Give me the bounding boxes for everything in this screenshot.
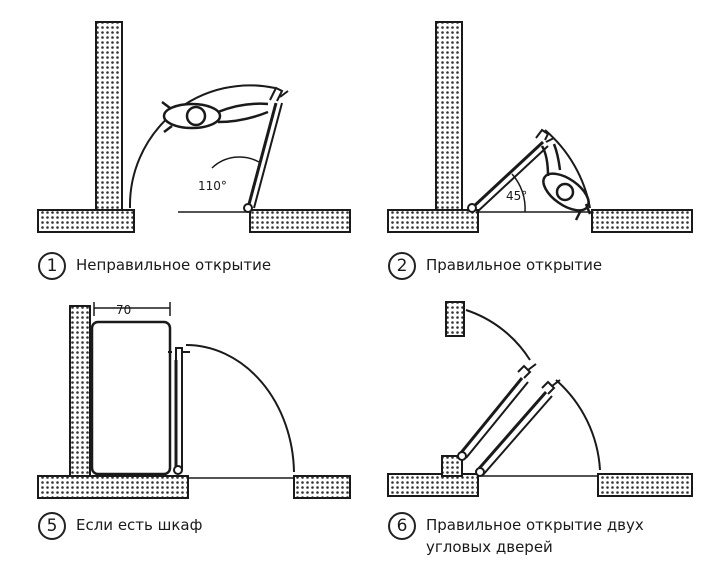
person-icon: [161, 101, 269, 133]
door-leaf: [470, 140, 545, 210]
caption-number: 1: [38, 252, 66, 280]
swing-arc: [185, 344, 295, 473]
door-handle: [168, 347, 190, 360]
hinge: [173, 465, 183, 475]
hinge: [457, 451, 467, 461]
hinge: [475, 467, 485, 477]
hinge: [243, 203, 253, 213]
swing-arc: [555, 379, 601, 471]
caption-5: 5 Если есть шкаф: [38, 512, 202, 540]
person-icon: [540, 143, 592, 221]
door-handle: [535, 128, 555, 143]
wall: [249, 209, 351, 233]
wall: [597, 473, 693, 497]
caption-6: 6 Правильное открытие двух угловых двере…: [388, 512, 644, 558]
wall: [591, 209, 693, 233]
wall: [37, 475, 189, 499]
caption-number: 6: [388, 512, 416, 540]
swing-arc: [465, 309, 531, 361]
angle-label-wrong: 110°: [198, 179, 227, 193]
door-leaf: [458, 377, 524, 455]
wall: [293, 475, 351, 499]
caption-number: 2: [388, 252, 416, 280]
door-handle: [517, 363, 537, 379]
panel-5-wardrobe: [37, 302, 351, 499]
wardrobe-width-label: 70: [116, 303, 131, 317]
caption-text: Если есть шкаф: [76, 512, 202, 536]
door-leaf: [246, 102, 278, 209]
wall: [95, 21, 123, 213]
caption-text: Правильное открытие двух угловых дверей: [426, 512, 644, 558]
caption-line: угловых дверей: [426, 538, 553, 556]
wall: [387, 209, 479, 233]
caption-line: Если есть шкаф: [76, 516, 203, 534]
caption-line: Правильное открытие: [426, 256, 603, 274]
caption-line: Правильное открытие двух: [426, 516, 644, 534]
angle-label-right: 45°: [506, 189, 527, 203]
angle-arc: [511, 173, 526, 213]
wall: [445, 301, 465, 337]
door-leaf: [474, 391, 548, 473]
angle-arc: [211, 156, 260, 169]
panel-2-right-opening: [387, 21, 693, 233]
panel-6-corner-doors: [387, 301, 693, 497]
door-handle: [541, 379, 561, 395]
door-handle: [269, 86, 289, 102]
caption-2: 2 Правильное открытие: [388, 252, 602, 280]
wall: [441, 455, 463, 477]
wall: [37, 209, 135, 233]
wall: [435, 21, 463, 213]
caption-number: 5: [38, 512, 66, 540]
wardrobe: [90, 320, 172, 476]
wall: [387, 473, 479, 497]
caption-line: Неправильное открытие: [76, 256, 272, 274]
caption-text: Правильное открытие: [426, 252, 602, 276]
caption-text: Неправильное открытие: [76, 252, 271, 276]
wall: [69, 305, 91, 479]
hinge: [467, 203, 477, 213]
panel-1-wrong-opening: [37, 21, 351, 233]
caption-1: 1 Неправильное открытие: [38, 252, 271, 280]
